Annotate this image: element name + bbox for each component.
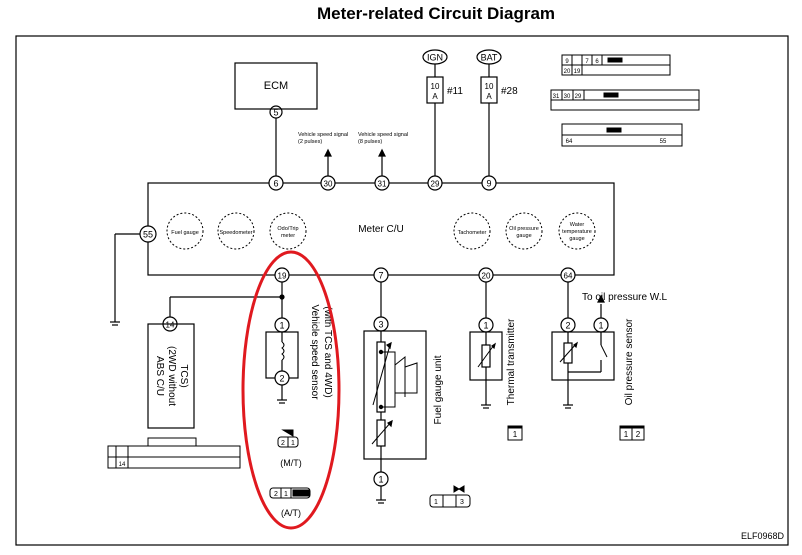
conn-op-pin-1: 1 [624, 430, 629, 439]
fuse-ign-unit: A [432, 92, 438, 101]
abs-cu-box [147, 323, 195, 429]
figure-code: ELF0968D [741, 531, 785, 541]
pin-m6: 6 [273, 179, 278, 189]
pin-op1: 1 [598, 321, 603, 331]
pin-m20: 20 [482, 272, 491, 281]
mt-label: (M/T) [280, 458, 302, 468]
meter-top-pins: 6 30 31 29 9 [268, 175, 497, 191]
connector-top-3: 64 55 [561, 123, 683, 147]
abs-cu-label-1: ABS C/U [154, 356, 165, 396]
fuse-bat-number: #28 [501, 86, 518, 97]
vss-label-1: Vehicle speed sensor [309, 304, 320, 400]
fuse-ign-amp: 10 [431, 82, 440, 91]
pin-m29: 29 [431, 180, 440, 189]
water-label-2: temperature [562, 229, 592, 235]
connector-vss-mt: 2 1 [277, 429, 299, 448]
fuel-unit-label: Fuel gauge unit [433, 355, 444, 424]
at-label: (A/T) [281, 508, 301, 518]
oil-pressure-gauge [505, 212, 543, 250]
pin-m7: 7 [378, 271, 383, 281]
connector-top-2: 31 30 29 [550, 89, 700, 111]
water-label-3: gauge [569, 236, 584, 242]
pin-m19: 19 [278, 272, 287, 281]
conn-th-pin-1: 1 [513, 430, 518, 439]
fuse-bat-amp: 10 [485, 82, 494, 91]
fuel-gauge-label: Fuel gauge [171, 230, 199, 236]
conn2-pin-29: 29 [575, 94, 582, 100]
conn-mt-pin-2: 2 [281, 440, 285, 447]
page-title: Meter-related Circuit Diagram [316, 4, 556, 23]
fuse-bat-unit: A [486, 92, 492, 101]
pin-th1: 1 [483, 321, 488, 331]
odo-label-1: Odo/Trip [277, 226, 298, 232]
conn-abs-pin-14: 14 [119, 462, 126, 468]
ign-label: IGN [427, 53, 443, 63]
pin-op2: 2 [565, 321, 570, 331]
ecm-box [234, 62, 318, 110]
thermal-label: Thermal transmitter [506, 318, 517, 405]
tachometer-label: Tachometer [458, 230, 487, 236]
conn3-pin-55: 55 [660, 139, 667, 145]
oilp-label-2: gauge [516, 233, 531, 239]
oil-sensor-label: Oil pressure sensor [624, 318, 635, 405]
conn2-pin-31: 31 [553, 94, 560, 100]
connector-top-1: 9 7 6 20 19 [561, 54, 671, 76]
pin-ecm-5-label: 5 [273, 108, 278, 118]
pin-vss2: 2 [279, 374, 284, 384]
conn1-pin-6: 6 [595, 59, 599, 65]
water-label-1: Water [570, 222, 585, 228]
pin-m9: 9 [486, 179, 491, 189]
conn1-pin-19: 19 [574, 69, 581, 75]
oilp-label-1: Oil pressure [509, 226, 539, 232]
connector-fuel-unit: 1 3 [429, 485, 471, 508]
speedometer-label: Speedometer [219, 230, 252, 236]
conn-at-pin-1: 1 [284, 491, 288, 498]
pin-fg1: 1 [378, 475, 383, 485]
conn-at-pin-2: 2 [274, 491, 278, 498]
water-temp-gauge [558, 212, 596, 250]
vss-label-2: (with TCS and 4WD) [322, 306, 333, 398]
vss-signal-2-line1: Vehicle speed signal [298, 132, 348, 138]
pin-m31: 31 [378, 180, 387, 189]
highlight-ellipse [241, 250, 341, 530]
fuel-unit-body [363, 330, 427, 460]
abs-cu-label-3: TCS) [178, 364, 189, 387]
meter-cu-label: Meter C/U [358, 224, 404, 235]
conn3-pin-64: 64 [566, 139, 573, 145]
oil-wl-label: To oil pressure W.L [582, 292, 667, 303]
abs-cu-label-2: (2WD without [166, 346, 177, 406]
connector-oil-sensor: 1 2 [619, 425, 645, 441]
pin-m30: 30 [324, 180, 333, 189]
conn-op-pin-2: 2 [636, 430, 641, 439]
conn1-pin-7: 7 [585, 59, 589, 65]
tachometer [453, 212, 491, 250]
connector-abs: 14 [107, 437, 241, 469]
pin-m64: 64 [564, 272, 573, 281]
ecm-label: ECM [264, 80, 288, 92]
pin-abs14: 14 [166, 321, 175, 330]
pin-m55: 55 [143, 230, 153, 240]
oil-sensor-body [551, 331, 615, 381]
conn1-pin-9: 9 [565, 59, 569, 65]
conn-fg-pin-3: 3 [460, 499, 464, 506]
pin-vss1: 1 [279, 321, 284, 331]
odo-label-2: meter [281, 233, 295, 239]
odo-trip-meter [269, 212, 307, 250]
fuse-ign-number: #11 [447, 86, 463, 97]
conn-fg-pin-1: 1 [434, 499, 438, 506]
vss-signal-8-line2: (8 pulses) [358, 139, 382, 145]
speedometer [217, 212, 255, 250]
pin-fg3: 3 [378, 320, 383, 330]
vss-signal-2-line2: (2 pulses) [298, 139, 322, 145]
connector-thermal: 1 [507, 425, 523, 441]
conn1-pin-20: 20 [564, 69, 571, 75]
bat-label: BAT [481, 53, 498, 63]
vss-signal-8-line1: Vehicle speed signal [358, 132, 408, 138]
conn-mt-pin-1: 1 [291, 440, 295, 447]
diagram-border [15, 35, 789, 546]
fuel-gauge [166, 212, 204, 250]
conn2-pin-30: 30 [564, 94, 571, 100]
connector-vss-at: 2 1 [269, 487, 311, 499]
